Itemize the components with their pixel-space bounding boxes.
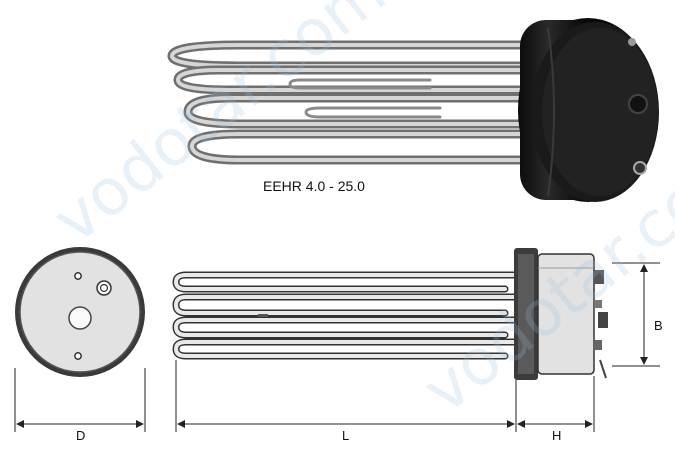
dimension-d-label: D (76, 428, 86, 443)
bolt-icon (594, 340, 602, 350)
heater-photo (167, 18, 659, 202)
thermostat-knob-icon (598, 312, 608, 328)
side-view-drawing (172, 248, 660, 432)
head-housing (537, 253, 595, 375)
terminal-icon (633, 161, 647, 175)
housing-photo (518, 18, 659, 202)
model-label: EEHR 4.0 - 25.0 (263, 178, 365, 194)
nut-icon (96, 280, 112, 296)
center-boss-icon (68, 306, 92, 330)
hole-icon (74, 272, 82, 280)
dimension-h-label: H (552, 428, 562, 443)
dimension-b-label: B (654, 318, 663, 333)
bolt-icon (594, 270, 604, 284)
knob-icon (628, 94, 648, 114)
heating-tubes-photo (167, 40, 525, 165)
bolt-icon (594, 300, 602, 308)
dimension-l-label: L (342, 428, 350, 443)
screw-icon (628, 38, 636, 46)
sensor-pocket (258, 314, 268, 317)
hole-icon (74, 352, 82, 360)
front-view-drawing (14, 247, 146, 432)
